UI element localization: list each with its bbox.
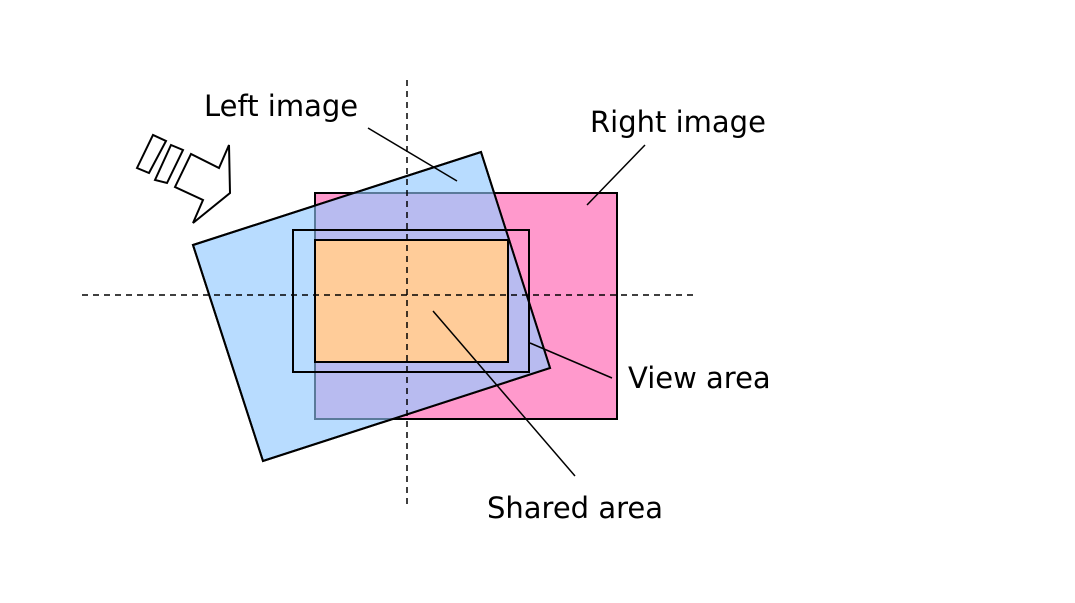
label-left-image: Left image	[204, 89, 359, 123]
shared-area	[314, 239, 509, 363]
leader-shared-area	[432, 310, 576, 477]
leader-view-area	[529, 342, 613, 379]
label-view-area: View area	[628, 361, 771, 395]
label-shared-area: Shared area	[487, 491, 663, 525]
leader-left-image	[367, 127, 458, 182]
label-right-image: Right image	[590, 105, 766, 139]
leader-right-image	[586, 144, 646, 206]
camera-icon	[135, 133, 232, 224]
view-area	[292, 229, 530, 373]
